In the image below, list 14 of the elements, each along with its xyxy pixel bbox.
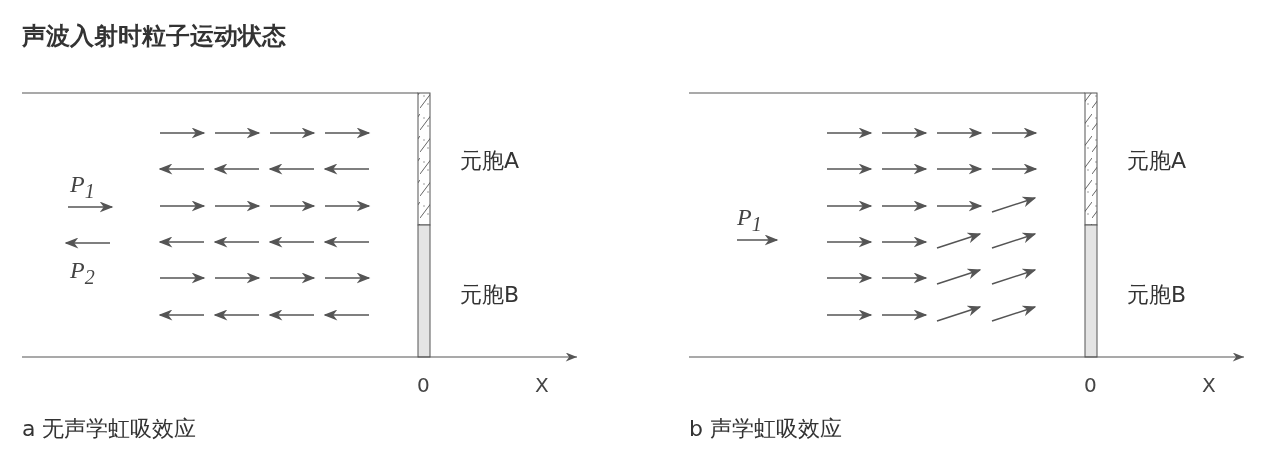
cell-label: 元胞A [1127, 150, 1187, 172]
cell-label: 元胞B [1127, 284, 1187, 306]
cell-label: 元胞B [460, 284, 520, 306]
axis-label: X [535, 375, 549, 395]
axis-label: X [1202, 375, 1216, 395]
axis-label: 0 [1084, 375, 1097, 395]
panel-caption: a 无声学虹吸效应 [22, 418, 197, 440]
pressure-label: P$_{2}$ [70, 258, 95, 287]
diagram-title: 声波入射时粒子运动状态 [22, 24, 286, 48]
pressure-label: P$_{1}$ [737, 205, 762, 234]
panel-caption: b 声学虹吸效应 [689, 418, 842, 440]
cell-label: 元胞A [460, 150, 520, 172]
pressure-label: P$_{1}$ [70, 172, 95, 201]
axis-label: 0 [417, 375, 430, 395]
